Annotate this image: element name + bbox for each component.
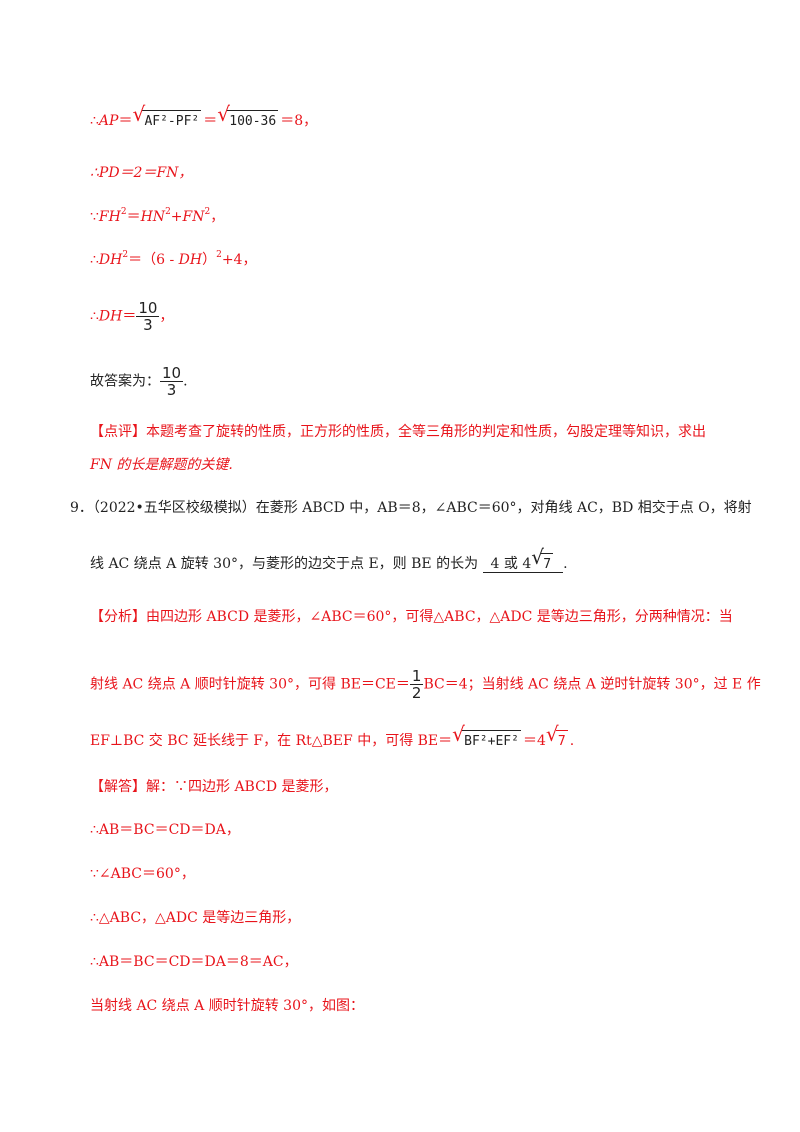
solution-line-5: ∴AB＝BC＝CD＝DA＝8＝AC，: [90, 954, 298, 970]
equals: ＝: [118, 113, 133, 129]
sqrt-7: √7: [546, 724, 568, 752]
dh-equation-line: ∴DH2＝（6 - DH）2+4，: [90, 250, 257, 269]
solution-line-1: 【解答】解：∵四边形 ABCD 是菱形，: [90, 779, 338, 795]
ap-line: ∴AP＝√AF²-PF²＝√100-36＝8，: [90, 104, 318, 132]
solution-line-6: 当射线 AC 绕点 A 顺时针旋转 30°，如图：: [90, 998, 364, 1014]
sqrt-bf-ef: √BF²+EF²: [452, 724, 521, 752]
result-8: ＝8，: [280, 113, 318, 129]
question-number: 9．: [70, 500, 93, 516]
therefore-symbol: ∴: [90, 113, 99, 129]
analysis-line-3: EF⊥BC 交 BC 延长线于 F，在 Rt△BEF 中，可得 BE＝√BF²+…: [90, 724, 574, 752]
solution-line-2: ∴AB＝BC＝CD＝DA，: [90, 822, 240, 838]
equals: ＝: [203, 113, 218, 129]
fh-line: ∵FH2＝HN2+FN2，: [90, 207, 225, 226]
solution-line-3: ∵∠ABC＝60°，: [90, 866, 195, 882]
sqrt-100-36: √100-36: [217, 104, 279, 132]
sqrt-af-pf: √AF²-PF²: [132, 104, 202, 132]
answer-blank: 4 或 4√7: [482, 547, 564, 573]
question-9-line-1: 9．（2022•五华区校级模拟）在菱形 ABCD 中，AB＝8，∠ABC＝60°…: [70, 500, 752, 516]
comment-line-1: 【点评】本题考查了旋转的性质，正方形的性质，全等三角形的判定和性质，勾股定理等知…: [90, 424, 706, 440]
solution-line-4: ∴△ABC，△ADC 是等边三角形，: [90, 910, 301, 926]
comment-line-2: FN 的长是解题的关键.: [90, 457, 233, 473]
analysis-line-1: 【分析】由四边形 ABCD 是菱形，∠ABC＝60°，可得△ABC，△ADC 是…: [90, 609, 733, 625]
question-9-line-2: 线 AC 绕点 A 旋转 30°，与菱形的边交于点 E，则 BE 的长为 4 或…: [90, 547, 568, 575]
pd-line: ∴PD＝2＝FN，: [90, 165, 193, 181]
var-ap: AP: [98, 113, 119, 129]
